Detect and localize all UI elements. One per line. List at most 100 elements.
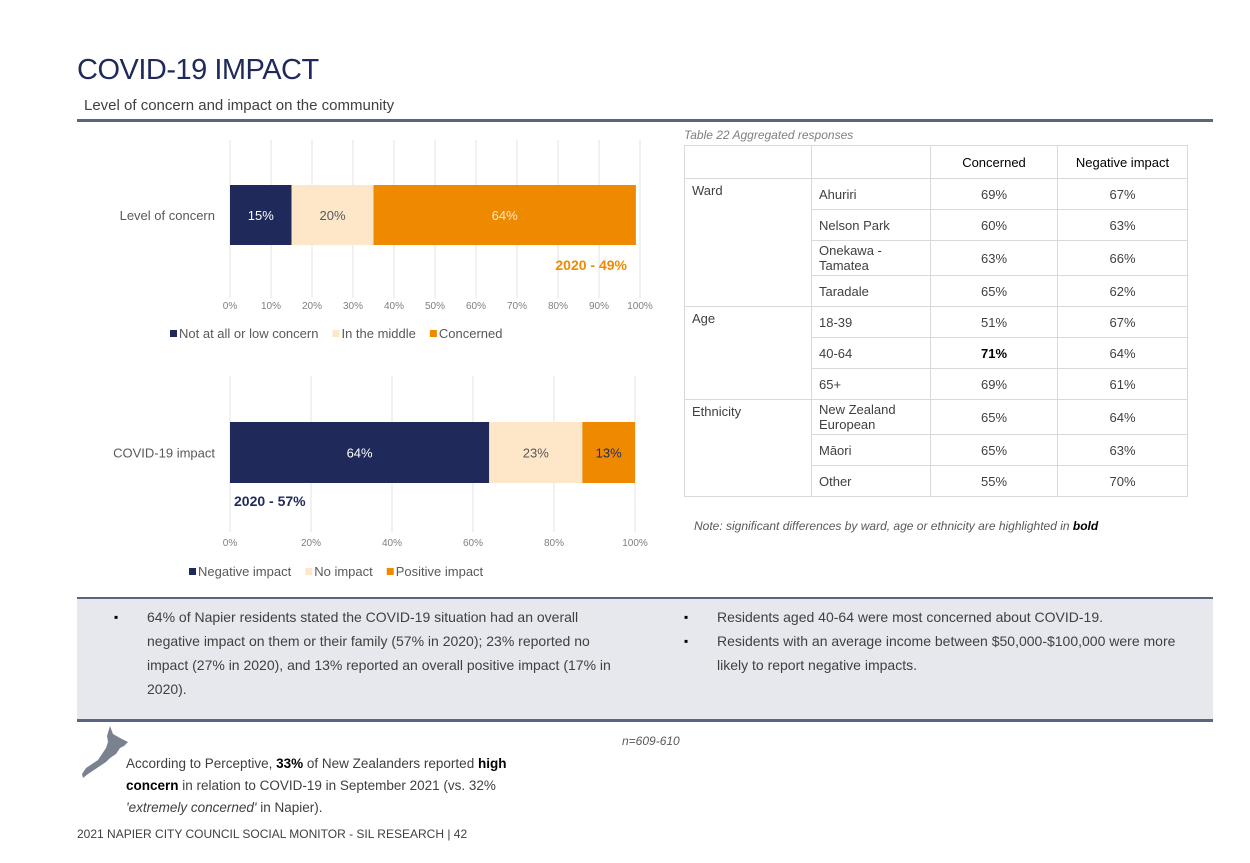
table-cell-negative-impact: 67% — [1057, 178, 1188, 210]
table-cell-negative-impact: 67% — [1057, 306, 1188, 338]
summary-bullet: 64% of Napier residents stated the COVID… — [114, 605, 626, 701]
page-title: COVID-19 IMPACT — [77, 54, 319, 86]
bar-segment — [230, 422, 490, 483]
table-header-negative-impact: Negative impact — [1057, 145, 1188, 179]
panel-top-rule — [77, 597, 1213, 599]
x-tick-label: 40% — [382, 538, 402, 549]
data-label: 23% — [523, 446, 549, 461]
data-label: 64% — [347, 446, 373, 461]
table-cell-negative-impact: 62% — [1057, 275, 1188, 307]
sample-size: n=609-610 — [622, 734, 680, 748]
concern-chart: 0%10%20%30%40%50%60%70%80%90%100%Level o… — [120, 140, 653, 341]
bar-segment — [230, 185, 292, 245]
x-tick-label: 40% — [384, 301, 404, 312]
x-tick-label: 20% — [301, 538, 321, 549]
data-label: 20% — [319, 208, 345, 223]
perceptive-text-3: in relation to COVID-19 in September 202… — [178, 778, 496, 793]
table-header-row: Concerned Negative impact — [684, 145, 1188, 179]
table-group-label: Age — [684, 306, 812, 400]
table-row-label: New Zealand European — [811, 399, 931, 435]
category-label: COVID-19 impact — [113, 446, 215, 461]
page-subtitle: Level of concern and impact on the commu… — [84, 97, 395, 114]
table-row-label: Taradale — [811, 275, 931, 307]
legend-swatch — [305, 568, 313, 575]
bar-segment — [582, 422, 635, 483]
data-label: 64% — [492, 208, 518, 223]
legend-label: In the middle — [341, 326, 415, 341]
x-tick-label: 100% — [622, 538, 648, 549]
table-header-subgroup — [811, 145, 931, 179]
x-tick-label: 60% — [466, 301, 486, 312]
table-cell-concerned: 63% — [930, 240, 1058, 276]
table-cell-concerned: 71% — [930, 337, 1058, 369]
table-row-label: 18-39 — [811, 306, 931, 338]
summary-bullet: Residents aged 40-64 were most concerned… — [684, 605, 1184, 629]
summary-panel: 64% of Napier residents stated the COVID… — [77, 599, 1213, 720]
page-footer: 2021 NAPIER CITY COUNCIL SOCIAL MONITOR … — [77, 827, 468, 841]
table-header-concerned: Concerned — [930, 145, 1058, 179]
data-label: 13% — [596, 446, 622, 461]
x-tick-label: 20% — [302, 301, 322, 312]
x-tick-label: 30% — [343, 301, 363, 312]
table-row-label: Onekawa - Tamatea — [811, 240, 931, 276]
impact-chart: 0% 20% 40% 60% 80% 100% COVID-19 impact 64% 23% 1… — [113, 376, 648, 579]
summary-bullets-right: Residents aged 40-64 were most concerned… — [684, 605, 1184, 677]
legend-label: Concerned — [439, 326, 503, 341]
table-row: 65+69%61% — [685, 368, 1188, 400]
table-cell-concerned: 65% — [930, 399, 1058, 435]
bar-segment — [373, 185, 636, 245]
x-tick-label: 0% — [223, 538, 238, 549]
summary-bullets-left: 64% of Napier residents stated the COVID… — [114, 605, 626, 701]
category-label: Level of concern — [120, 208, 215, 223]
table-caption: Table 22 Aggregated responses — [684, 128, 854, 142]
charts-area: 0%10%20%30%40%50%60%70%80%90%100%Level o… — [113, 140, 653, 579]
perceptive-text-2: of New Zealanders reported — [303, 756, 478, 771]
comparison-annotation: 2020 - 49% — [555, 257, 627, 273]
summary-bullet: Residents with an average income between… — [684, 629, 1184, 677]
perceptive-text-1: According to Perceptive, — [126, 756, 277, 771]
legend-label: Positive impact — [396, 564, 484, 579]
table-cell-concerned: 55% — [930, 465, 1058, 497]
legend-swatch — [170, 330, 177, 337]
x-tick-label: 80% — [544, 538, 564, 549]
table-cell-concerned: 65% — [930, 275, 1058, 307]
legend-label: Not at all or low concern — [179, 326, 318, 341]
table-cell-negative-impact: 64% — [1057, 337, 1188, 369]
table-cell-negative-impact: 66% — [1057, 240, 1188, 276]
x-tick-label: 60% — [463, 538, 483, 549]
bar-segment — [291, 185, 374, 245]
table-cell-negative-impact: 70% — [1057, 465, 1188, 497]
table-note-text: Note: significant differences by ward, a… — [694, 519, 1070, 533]
x-tick-label: 100% — [627, 301, 653, 312]
table-row-label: Nelson Park — [811, 209, 931, 241]
comparison-annotation: 2020 - 57% — [234, 493, 306, 509]
perceptive-note: According to Perceptive, 33% of New Zeal… — [126, 753, 546, 819]
legend-label: No impact — [314, 564, 373, 579]
table-group-label: Ward — [684, 178, 812, 307]
header-rule — [77, 119, 1213, 122]
x-tick-label: 10% — [261, 301, 281, 312]
perceptive-text-4: in Napier). — [256, 800, 323, 815]
table-row-label: Ahuriri — [811, 178, 931, 210]
table-group-label: Ethnicity — [684, 399, 812, 497]
data-label: 15% — [248, 208, 274, 223]
table-row-label: 40-64 — [811, 337, 931, 369]
table-cell-concerned: 69% — [930, 368, 1058, 400]
table-cell-concerned: 65% — [930, 434, 1058, 466]
table-row-label: 65+ — [811, 368, 931, 400]
table-row-label: Māori — [811, 434, 931, 466]
table-note-bold: bold — [1072, 519, 1099, 533]
table-cell-concerned: 60% — [930, 209, 1058, 241]
table-row-label: Other — [811, 465, 931, 497]
table-cell-negative-impact: 63% — [1057, 434, 1188, 466]
x-tick-label: 90% — [589, 301, 609, 312]
